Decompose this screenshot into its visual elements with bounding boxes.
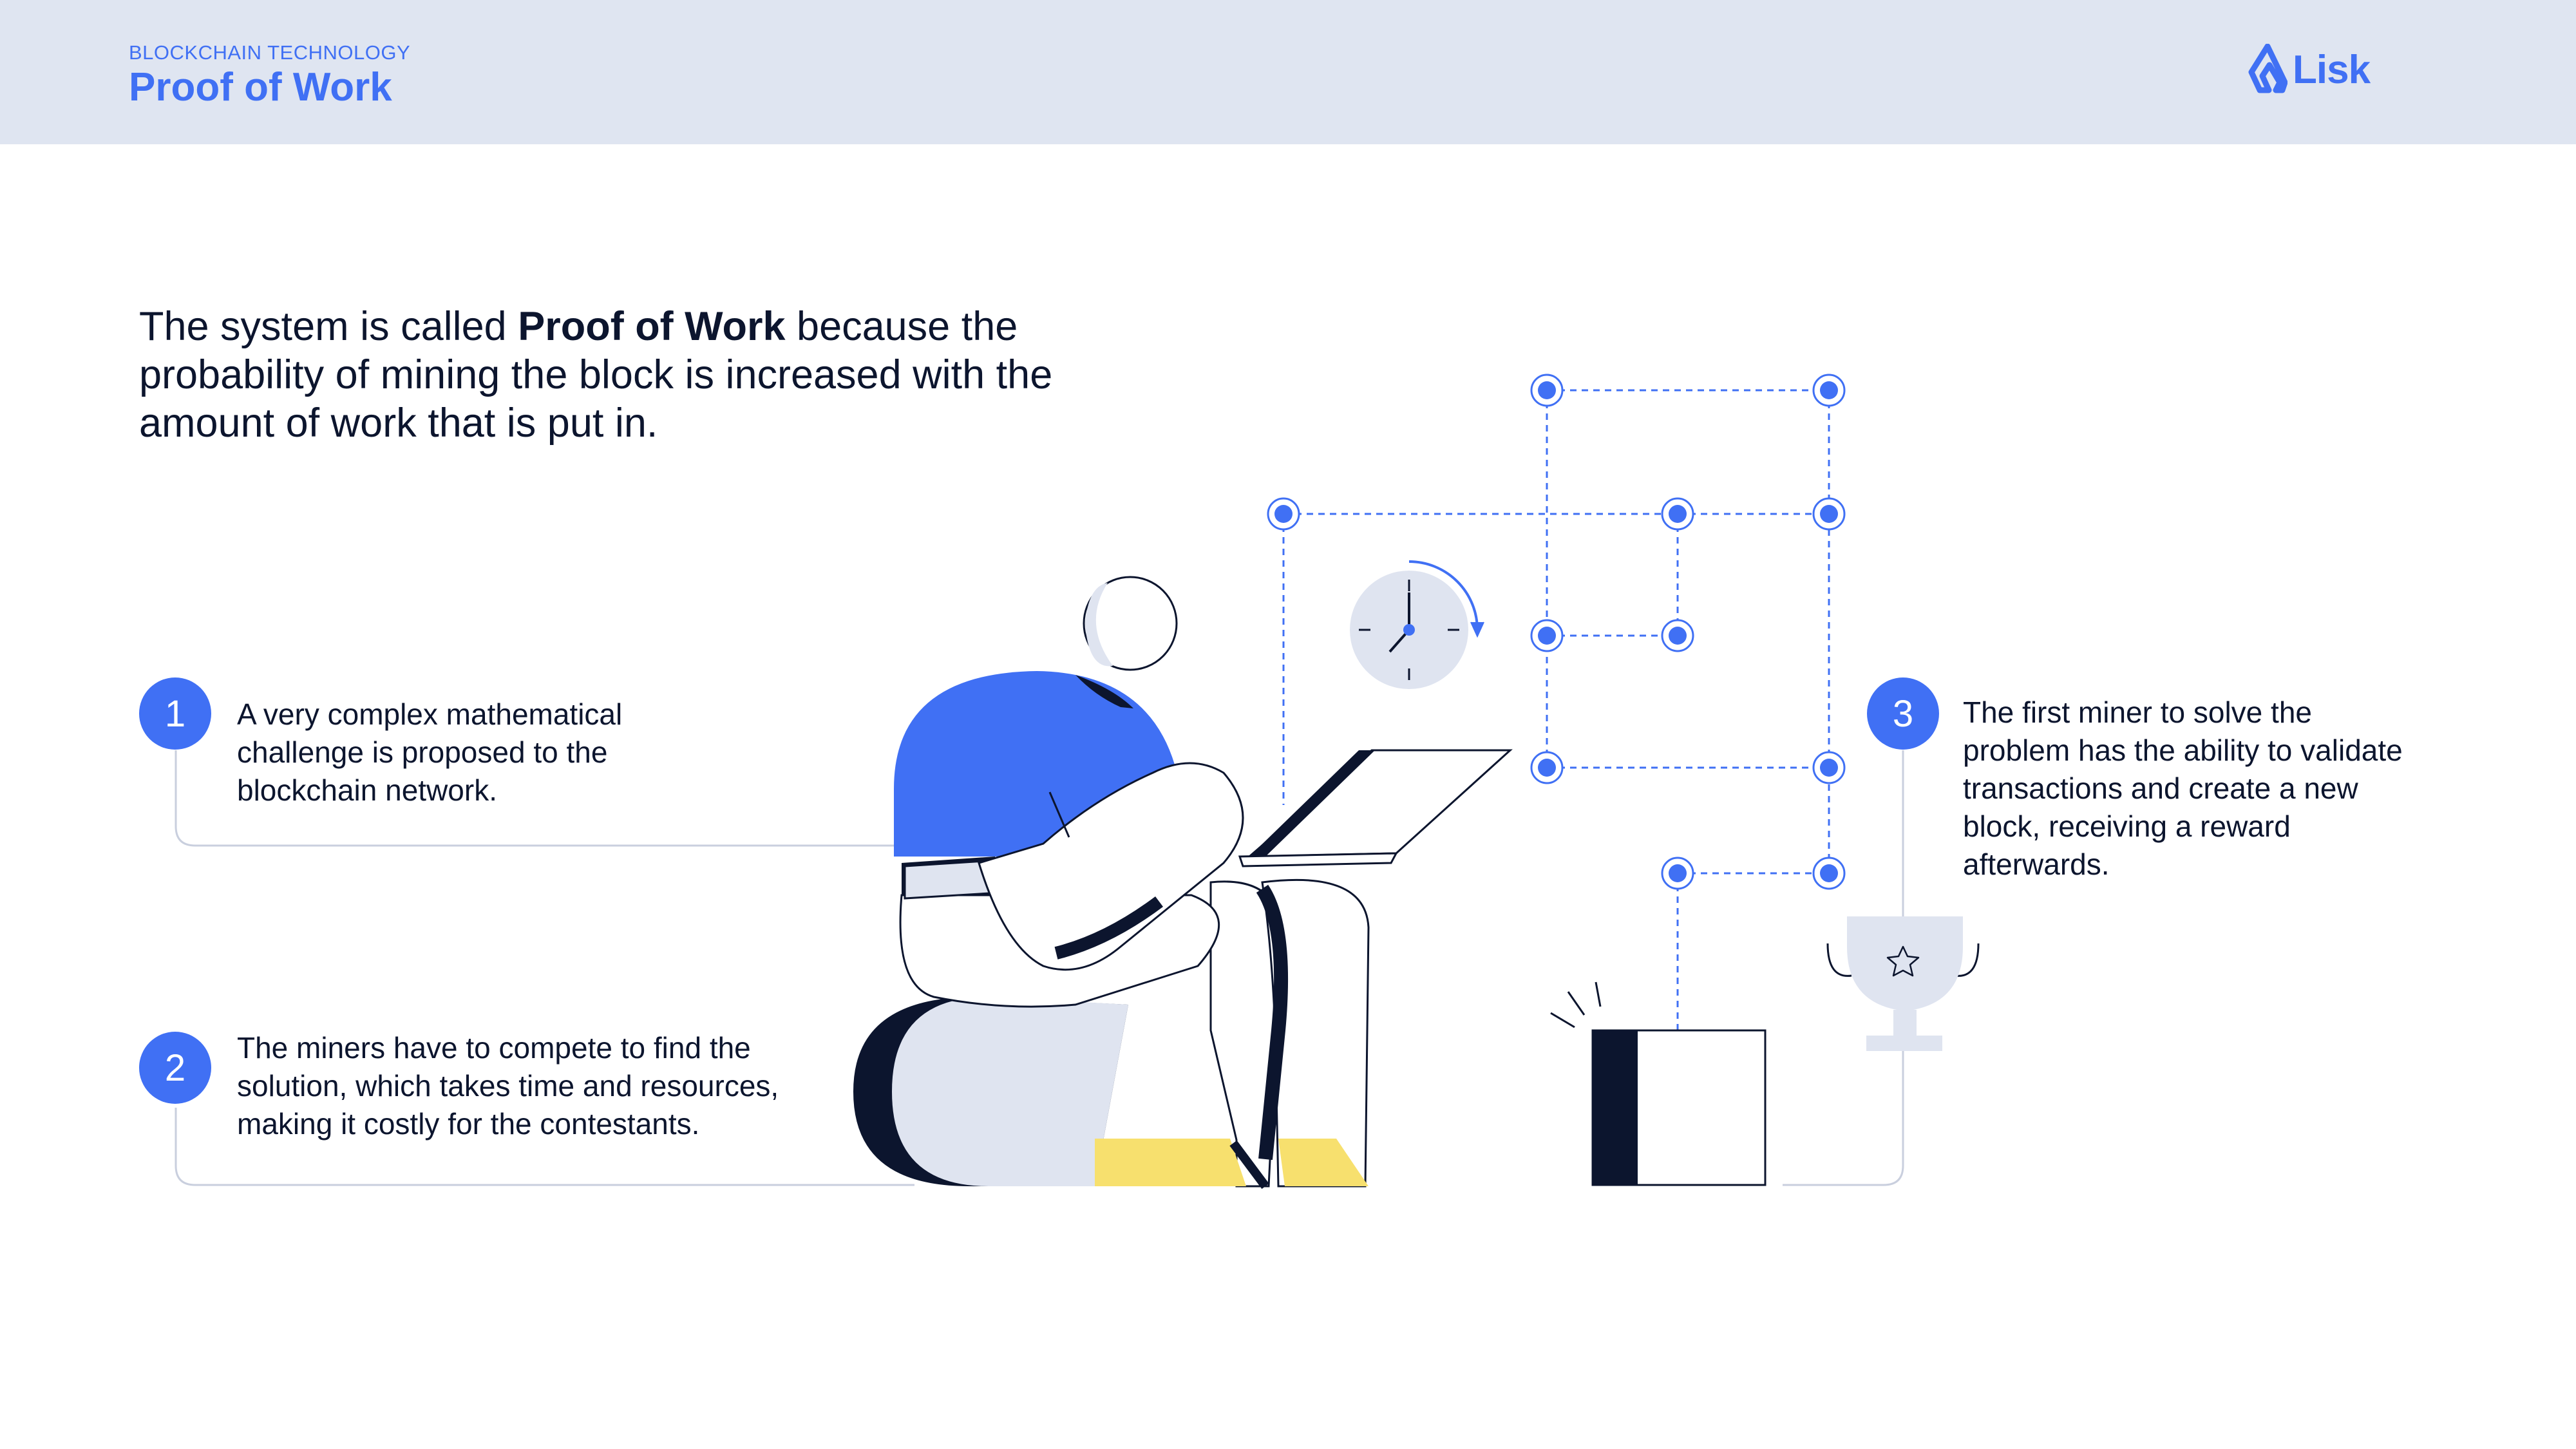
step-3-connector: [1783, 750, 1904, 1186]
miner-figure: [853, 576, 1370, 1189]
network-node-icon: [1812, 857, 1846, 890]
step-1-text: A very complex mathematical challenge is…: [237, 697, 623, 807]
intro-text-bold: Proof of Work: [518, 304, 786, 349]
block-icon: [1550, 981, 1766, 1186]
network-node-icon: [1530, 751, 1564, 784]
intro-text-before: The system is called: [139, 304, 518, 349]
lisk-logo-icon: [2248, 44, 2287, 93]
network-node-icon: [1661, 497, 1694, 531]
step-2-text: The miners have to compete to find the s…: [237, 1031, 779, 1141]
network-node-icon: [1812, 374, 1846, 407]
step-2-connector: [175, 1108, 914, 1186]
trophy-icon: [1826, 916, 1980, 1051]
step-3-number: 3: [1867, 677, 1939, 750]
network-node-icon: [1530, 374, 1564, 407]
network-node-icon: [1267, 497, 1300, 531]
lisk-logo: Lisk: [2248, 43, 2371, 97]
header-bar: BLOCKCHAIN TECHNOLOGY Proof of Work Lisk: [0, 0, 2576, 144]
network-node-icon: [1812, 497, 1846, 531]
network-nodes: [1267, 374, 1846, 890]
intro-text-after: because the probability of mining the bl…: [139, 304, 1053, 446]
star-icon: [1886, 945, 1920, 977]
step-2-number: 2: [139, 1032, 211, 1104]
step-3-text: The first miner to solve the problem has…: [1963, 696, 2403, 881]
step-1-number: 1: [139, 677, 211, 750]
page-title: Proof of Work: [129, 65, 392, 109]
laptop-icon: [1238, 749, 1513, 867]
logo-text: Lisk: [2293, 47, 2371, 92]
header-kicker: BLOCKCHAIN TECHNOLOGY: [129, 41, 411, 64]
network-node-icon: [1661, 857, 1694, 890]
step-1-connector: [175, 750, 902, 847]
network-lines: [1282, 389, 1830, 1030]
network-node-icon: [1661, 619, 1694, 652]
clock-icon: [1350, 560, 1484, 689]
network-node-icon: [1812, 751, 1846, 784]
intro-paragraph: The system is called Proof of Work becau…: [139, 303, 1092, 448]
network-node-icon: [1530, 619, 1564, 652]
